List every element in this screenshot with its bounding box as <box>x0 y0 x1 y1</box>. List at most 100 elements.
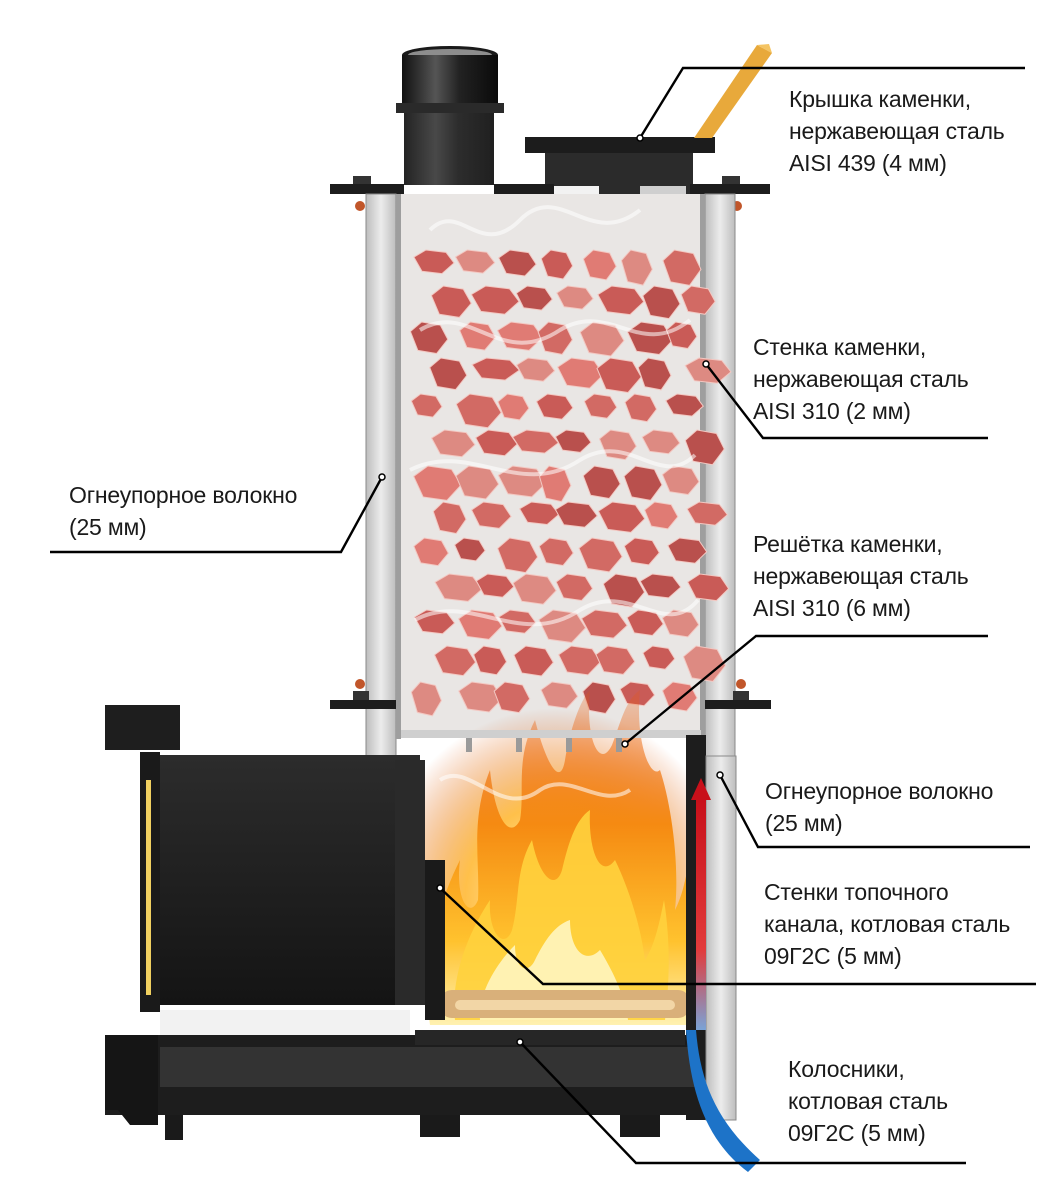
stone <box>687 573 730 602</box>
callout-dot-lid <box>636 134 644 142</box>
stone <box>470 501 512 529</box>
stone <box>413 537 449 567</box>
stone <box>662 249 702 286</box>
callout-line-wall <box>705 363 988 440</box>
stone <box>554 429 592 453</box>
stone <box>623 465 663 501</box>
label-channel-line3: 09Г2С (5 мм) <box>764 943 902 969</box>
stone <box>686 501 729 526</box>
stone <box>556 285 594 310</box>
chimney-pipe-icon <box>396 46 504 185</box>
label-wall-line1: Стенка каменки, <box>753 334 927 360</box>
label-fiber-right-line2: (25 мм) <box>765 810 843 836</box>
label-grates-bottom-line1: Колосники, <box>788 1056 905 1082</box>
stone <box>538 609 587 644</box>
stone <box>682 645 727 682</box>
callout-line-channel <box>439 887 1036 986</box>
label-fiber-left-line2: (25 мм) <box>69 514 147 540</box>
stone-grate <box>401 730 701 752</box>
steam-wisps <box>409 205 700 801</box>
stone <box>624 393 658 423</box>
stone <box>454 537 486 562</box>
stone <box>661 609 700 638</box>
label-lid: Крышка каменки, нержавеющая сталь AISI 4… <box>789 83 1005 179</box>
callout-dot-fiber-right <box>716 771 724 779</box>
stone <box>470 285 520 315</box>
stone <box>454 249 496 274</box>
stone <box>409 321 449 355</box>
label-wall: Стенка каменки, нержавеющая сталь AISI 3… <box>753 331 969 427</box>
stone <box>582 249 617 281</box>
label-channel: Стенки топочного канала, котловая сталь … <box>764 876 1010 972</box>
stone <box>429 357 468 391</box>
stone <box>430 429 476 458</box>
stone <box>639 573 682 599</box>
stone <box>473 645 508 676</box>
stone <box>455 465 500 500</box>
stone <box>433 645 477 677</box>
stone <box>515 285 553 311</box>
stone <box>642 645 676 670</box>
label-channel-line1: Стенки топочного <box>764 879 949 905</box>
callout-dot-grates-bottom <box>516 1038 524 1046</box>
callout-line-fiber-left <box>50 476 384 554</box>
stone <box>684 357 732 384</box>
label-fiber-right: Огнеупорное волокно (25 мм) <box>765 775 993 839</box>
stone <box>620 249 653 286</box>
stone <box>455 393 502 429</box>
firebox-body <box>105 705 737 1140</box>
stone <box>641 429 681 455</box>
stone <box>583 393 618 419</box>
label-fiber-right-line1: Огнеупорное волокно <box>765 778 994 804</box>
stone <box>626 609 664 637</box>
stone <box>497 537 539 574</box>
stone <box>432 501 467 535</box>
callout-line-grate <box>624 634 988 745</box>
stone <box>430 285 472 318</box>
cold-air-arrow-icon <box>686 1030 760 1172</box>
callout-line-grates-bottom <box>519 1041 966 1165</box>
callout-dot-channel <box>436 884 444 892</box>
label-fiber-left: Огнеупорное волокно (25 мм) <box>69 479 297 543</box>
label-grates-bottom: Колосники, котловая сталь 09Г2С (5 мм) <box>788 1053 948 1149</box>
stone <box>540 249 574 280</box>
label-lid-line2: нержавеющая сталь <box>789 118 1005 144</box>
stone <box>680 285 716 315</box>
stone <box>498 249 537 277</box>
stone <box>535 393 574 420</box>
stone <box>578 537 623 573</box>
stone <box>410 393 443 418</box>
stone <box>644 501 679 530</box>
stone <box>413 249 455 275</box>
label-wall-line2: нержавеющая сталь <box>753 366 969 392</box>
stone <box>623 537 660 566</box>
stone <box>580 609 628 639</box>
stone <box>642 285 681 320</box>
callout-line-fiber-right <box>718 774 1030 849</box>
stone <box>602 573 646 608</box>
label-lid-line3: AISI 439 (4 мм) <box>789 150 947 176</box>
label-lid-line1: Крышка каменки, <box>789 86 971 112</box>
label-fiber-left-line1: Огнеупорное волокно <box>69 482 298 508</box>
stone <box>667 537 708 564</box>
label-grate: Решётка каменки, нержавеющая сталь AISI … <box>753 528 969 624</box>
stone <box>516 357 556 382</box>
stone <box>555 573 594 602</box>
stone <box>597 285 645 316</box>
stone <box>497 393 530 421</box>
label-grates-bottom-line2: котловая сталь <box>788 1088 948 1114</box>
stone <box>597 501 646 533</box>
callout-dot-fiber-left <box>378 473 386 481</box>
stone <box>475 573 515 598</box>
stone <box>538 537 574 566</box>
callout-dot-wall <box>702 360 710 368</box>
stone <box>554 501 598 528</box>
label-channel-line2: канала, котловая сталь <box>764 911 1011 937</box>
label-grates-bottom-line3: 09Г2С (5 мм) <box>788 1120 926 1146</box>
stone <box>582 465 621 500</box>
callout-dot-grate <box>621 740 629 748</box>
label-grate-line2: нержавеющая сталь <box>753 563 969 589</box>
stone <box>637 357 672 391</box>
stone <box>665 393 704 417</box>
